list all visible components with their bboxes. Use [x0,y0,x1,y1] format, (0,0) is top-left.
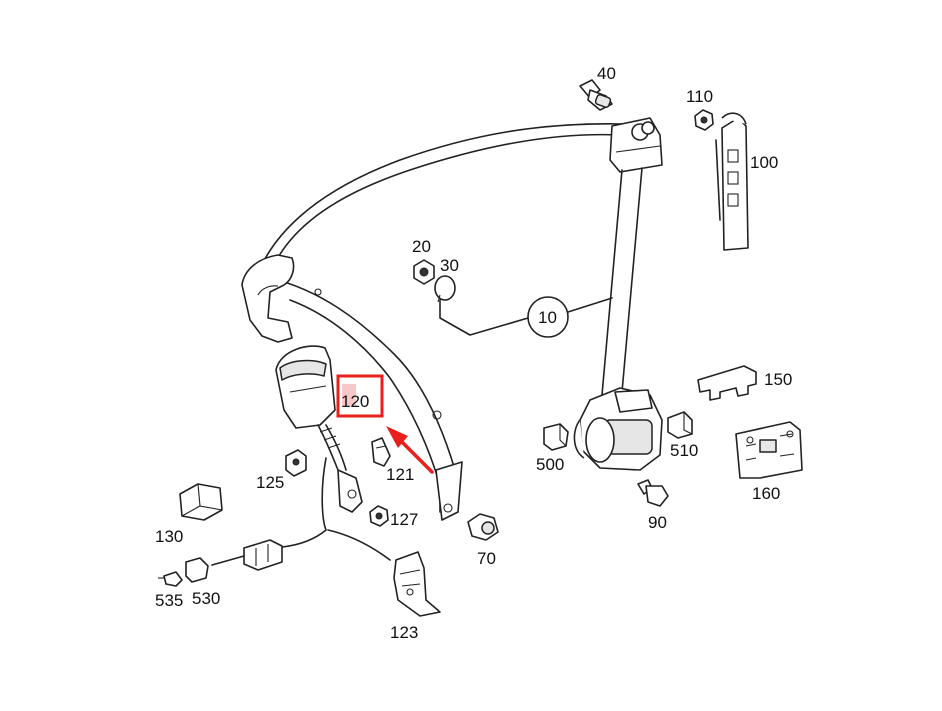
label-127: 127 [390,510,418,529]
connector-harness [211,539,283,571]
label-125: 125 [256,473,284,492]
part-20-nut [413,259,435,285]
part-530-terminal [185,557,209,583]
part-30-washer [434,275,456,303]
label-535: 535 [155,591,183,610]
highlight-arrow [396,436,434,474]
label-70: 70 [477,549,496,568]
retractor-belt [601,167,643,396]
part-500-clip [543,423,569,451]
part-125-screw [285,449,307,477]
label-40: 40 [597,64,616,83]
part-127-nut [369,505,389,527]
belt-guide [241,254,295,343]
part-535-pin [158,571,183,587]
label-150: 150 [764,370,792,389]
part-150-bracket [697,365,757,401]
part-120-buckle [275,345,391,561]
label-130: 130 [155,527,183,546]
label-123: 123 [390,623,418,642]
callout-10 [439,296,613,338]
label-121: 121 [386,465,414,484]
label-500: 500 [536,455,564,474]
part-160-mounting-plate [735,421,803,479]
part-121-clip [371,437,391,467]
belt-retractor [573,387,663,471]
part-130-cover [179,483,223,521]
label-510: 510 [670,441,698,460]
label-20: 20 [412,237,431,256]
part-70-bolt [467,513,499,541]
highlight-callout [336,374,434,474]
part-123-bracket [393,551,441,617]
part-110-nut [694,109,714,131]
part-90-bolt [637,479,669,507]
retractor-top-guide [609,117,663,173]
belt-webbing [249,123,626,521]
highlight-box [336,374,384,418]
part-40-bolt [579,79,613,111]
part-510-clip [667,411,693,439]
label-110: 110 [686,87,713,106]
label-120: 120 [341,392,369,411]
label-530: 530 [192,589,220,608]
label-100: 100 [750,153,778,172]
highlight-fill [342,384,356,406]
label-30: 30 [440,256,459,275]
part-100-height-adjuster [715,112,749,251]
highlight-arrowhead [386,426,408,448]
label-90: 90 [648,513,667,532]
label-160: 160 [752,484,780,503]
label-10: 10 [538,308,557,327]
part-labels: 10 20 30 40 70 90 100 110 120 121 123 12… [155,64,792,642]
